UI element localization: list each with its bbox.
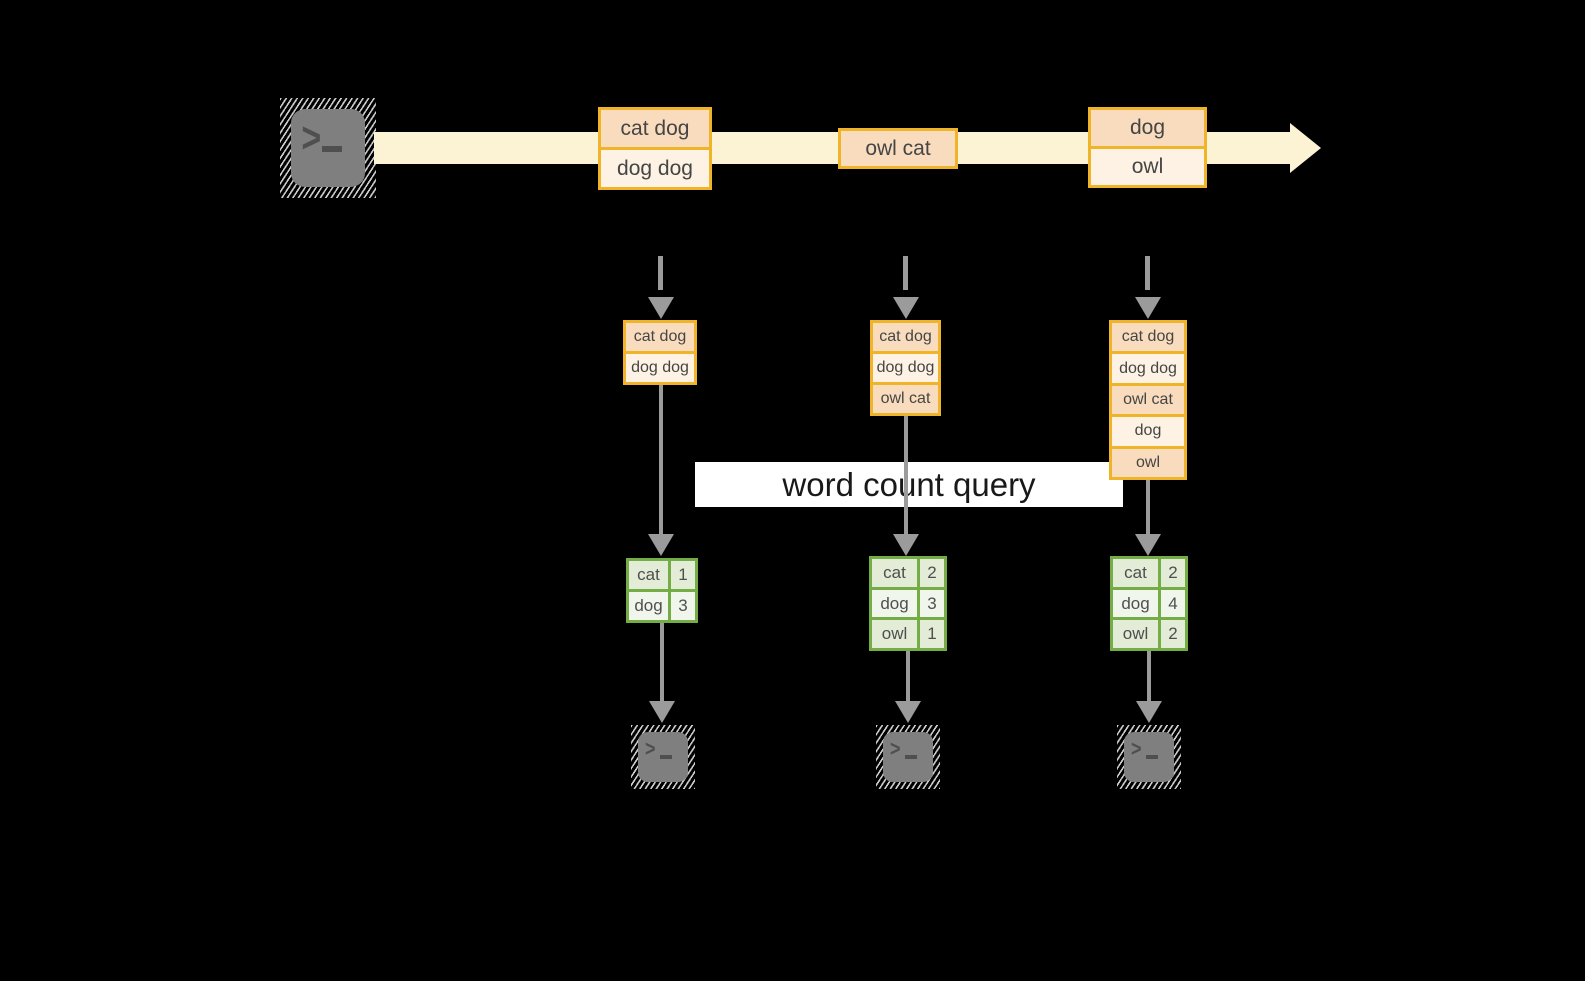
stream-event-3: dog owl xyxy=(1088,107,1207,188)
prompt-chevron-icon: > xyxy=(890,735,901,761)
buffer-record: dog xyxy=(1112,417,1184,446)
stream-event-2: owl cat xyxy=(838,128,958,169)
prompt-chevron-icon: > xyxy=(645,735,656,761)
dashed-arrow-line xyxy=(1145,256,1150,290)
count-value: 3 xyxy=(920,589,944,618)
buffer-record: owl xyxy=(1112,448,1184,478)
emit-arrowhead-icon xyxy=(649,701,675,723)
count-row: dog 4 xyxy=(1113,589,1185,618)
count-value: 3 xyxy=(671,592,695,620)
count-table-1: cat 1 dog 3 xyxy=(626,558,698,623)
count-word: owl xyxy=(872,620,917,649)
terminal-source-icon: > xyxy=(280,98,376,198)
count-value: 2 xyxy=(920,559,944,587)
buffer-record: dog dog xyxy=(873,354,938,382)
emit-arrow-line xyxy=(660,623,664,703)
count-value: 4 xyxy=(1161,589,1185,618)
terminal-sink-icon: > xyxy=(1117,725,1181,789)
count-word: owl xyxy=(1113,620,1158,649)
count-word: dog xyxy=(629,592,668,620)
count-row: cat 2 xyxy=(1113,559,1185,587)
terminal-sink-body: > xyxy=(883,732,933,782)
prompt-chevron-icon: > xyxy=(301,114,322,162)
count-value: 2 xyxy=(1161,559,1185,587)
dashed-arrowhead-icon xyxy=(1135,297,1161,319)
query-arrowhead-icon xyxy=(893,534,919,556)
query-arrow-line xyxy=(904,416,908,535)
prompt-underscore-icon xyxy=(660,755,672,759)
event-record: dog xyxy=(1091,110,1204,146)
stream-arrowhead-icon xyxy=(1290,123,1321,173)
dashed-arrowhead-icon xyxy=(893,297,919,319)
query-banner: word count query xyxy=(695,462,1123,507)
buffer-record: dog dog xyxy=(626,354,694,382)
emit-arrowhead-icon xyxy=(895,701,921,723)
count-value: 2 xyxy=(1161,620,1185,649)
count-word: dog xyxy=(1113,589,1158,618)
buffer-1: cat dog dog dog xyxy=(623,320,697,385)
count-row: cat 1 xyxy=(629,561,695,589)
count-word: dog xyxy=(872,589,917,618)
count-value: 1 xyxy=(671,561,695,589)
query-arrowhead-icon xyxy=(648,534,674,556)
terminal-source-body: > xyxy=(291,109,365,187)
terminal-sink-body: > xyxy=(1124,732,1174,782)
prompt-underscore-icon xyxy=(1146,755,1158,759)
query-arrow-line xyxy=(659,385,663,535)
count-word: cat xyxy=(1113,559,1158,587)
buffer-record: cat dog xyxy=(626,323,694,351)
terminal-sink-icon: > xyxy=(631,725,695,789)
dashed-arrowhead-icon xyxy=(648,297,674,319)
event-record: owl xyxy=(1091,149,1204,185)
count-row: dog 3 xyxy=(872,589,944,618)
event-record: cat dog xyxy=(601,110,709,147)
dashed-arrow-line xyxy=(658,256,663,290)
buffer-3: cat dog dog dog owl cat dog owl xyxy=(1109,320,1187,480)
count-table-2: cat 2 dog 3 owl 1 xyxy=(869,556,947,651)
buffer-record: cat dog xyxy=(873,323,938,351)
terminal-sink-icon: > xyxy=(876,725,940,789)
prompt-chevron-icon: > xyxy=(1131,735,1142,761)
count-table-3: cat 2 dog 4 owl 2 xyxy=(1110,556,1188,651)
buffer-2: cat dog dog dog owl cat xyxy=(870,320,941,416)
count-word: cat xyxy=(629,561,668,589)
buffer-record: owl cat xyxy=(1112,385,1184,415)
query-arrow-line xyxy=(1146,480,1150,535)
emit-arrowhead-icon xyxy=(1136,701,1162,723)
query-banner-label: word count query xyxy=(782,465,1036,503)
terminal-sink-body: > xyxy=(638,732,688,782)
prompt-underscore-icon xyxy=(905,755,917,759)
count-row: owl 2 xyxy=(1113,620,1185,649)
prompt-underscore-icon xyxy=(322,146,343,153)
buffer-record: cat dog xyxy=(1112,323,1184,352)
event-record: dog dog xyxy=(601,150,709,187)
count-row: dog 3 xyxy=(629,592,695,620)
buffer-record: owl cat xyxy=(873,385,938,413)
query-arrowhead-icon xyxy=(1135,534,1161,556)
emit-arrow-line xyxy=(1147,651,1151,703)
event-record: owl cat xyxy=(841,131,955,166)
emit-arrow-line xyxy=(906,651,910,703)
count-value: 1 xyxy=(920,620,944,649)
count-row: cat 2 xyxy=(872,559,944,587)
stream-event-1: cat dog dog dog xyxy=(598,107,712,190)
dashed-arrow-line xyxy=(903,256,908,290)
count-row: owl 1 xyxy=(872,620,944,649)
buffer-record: dog dog xyxy=(1112,354,1184,383)
count-word: cat xyxy=(872,559,917,587)
